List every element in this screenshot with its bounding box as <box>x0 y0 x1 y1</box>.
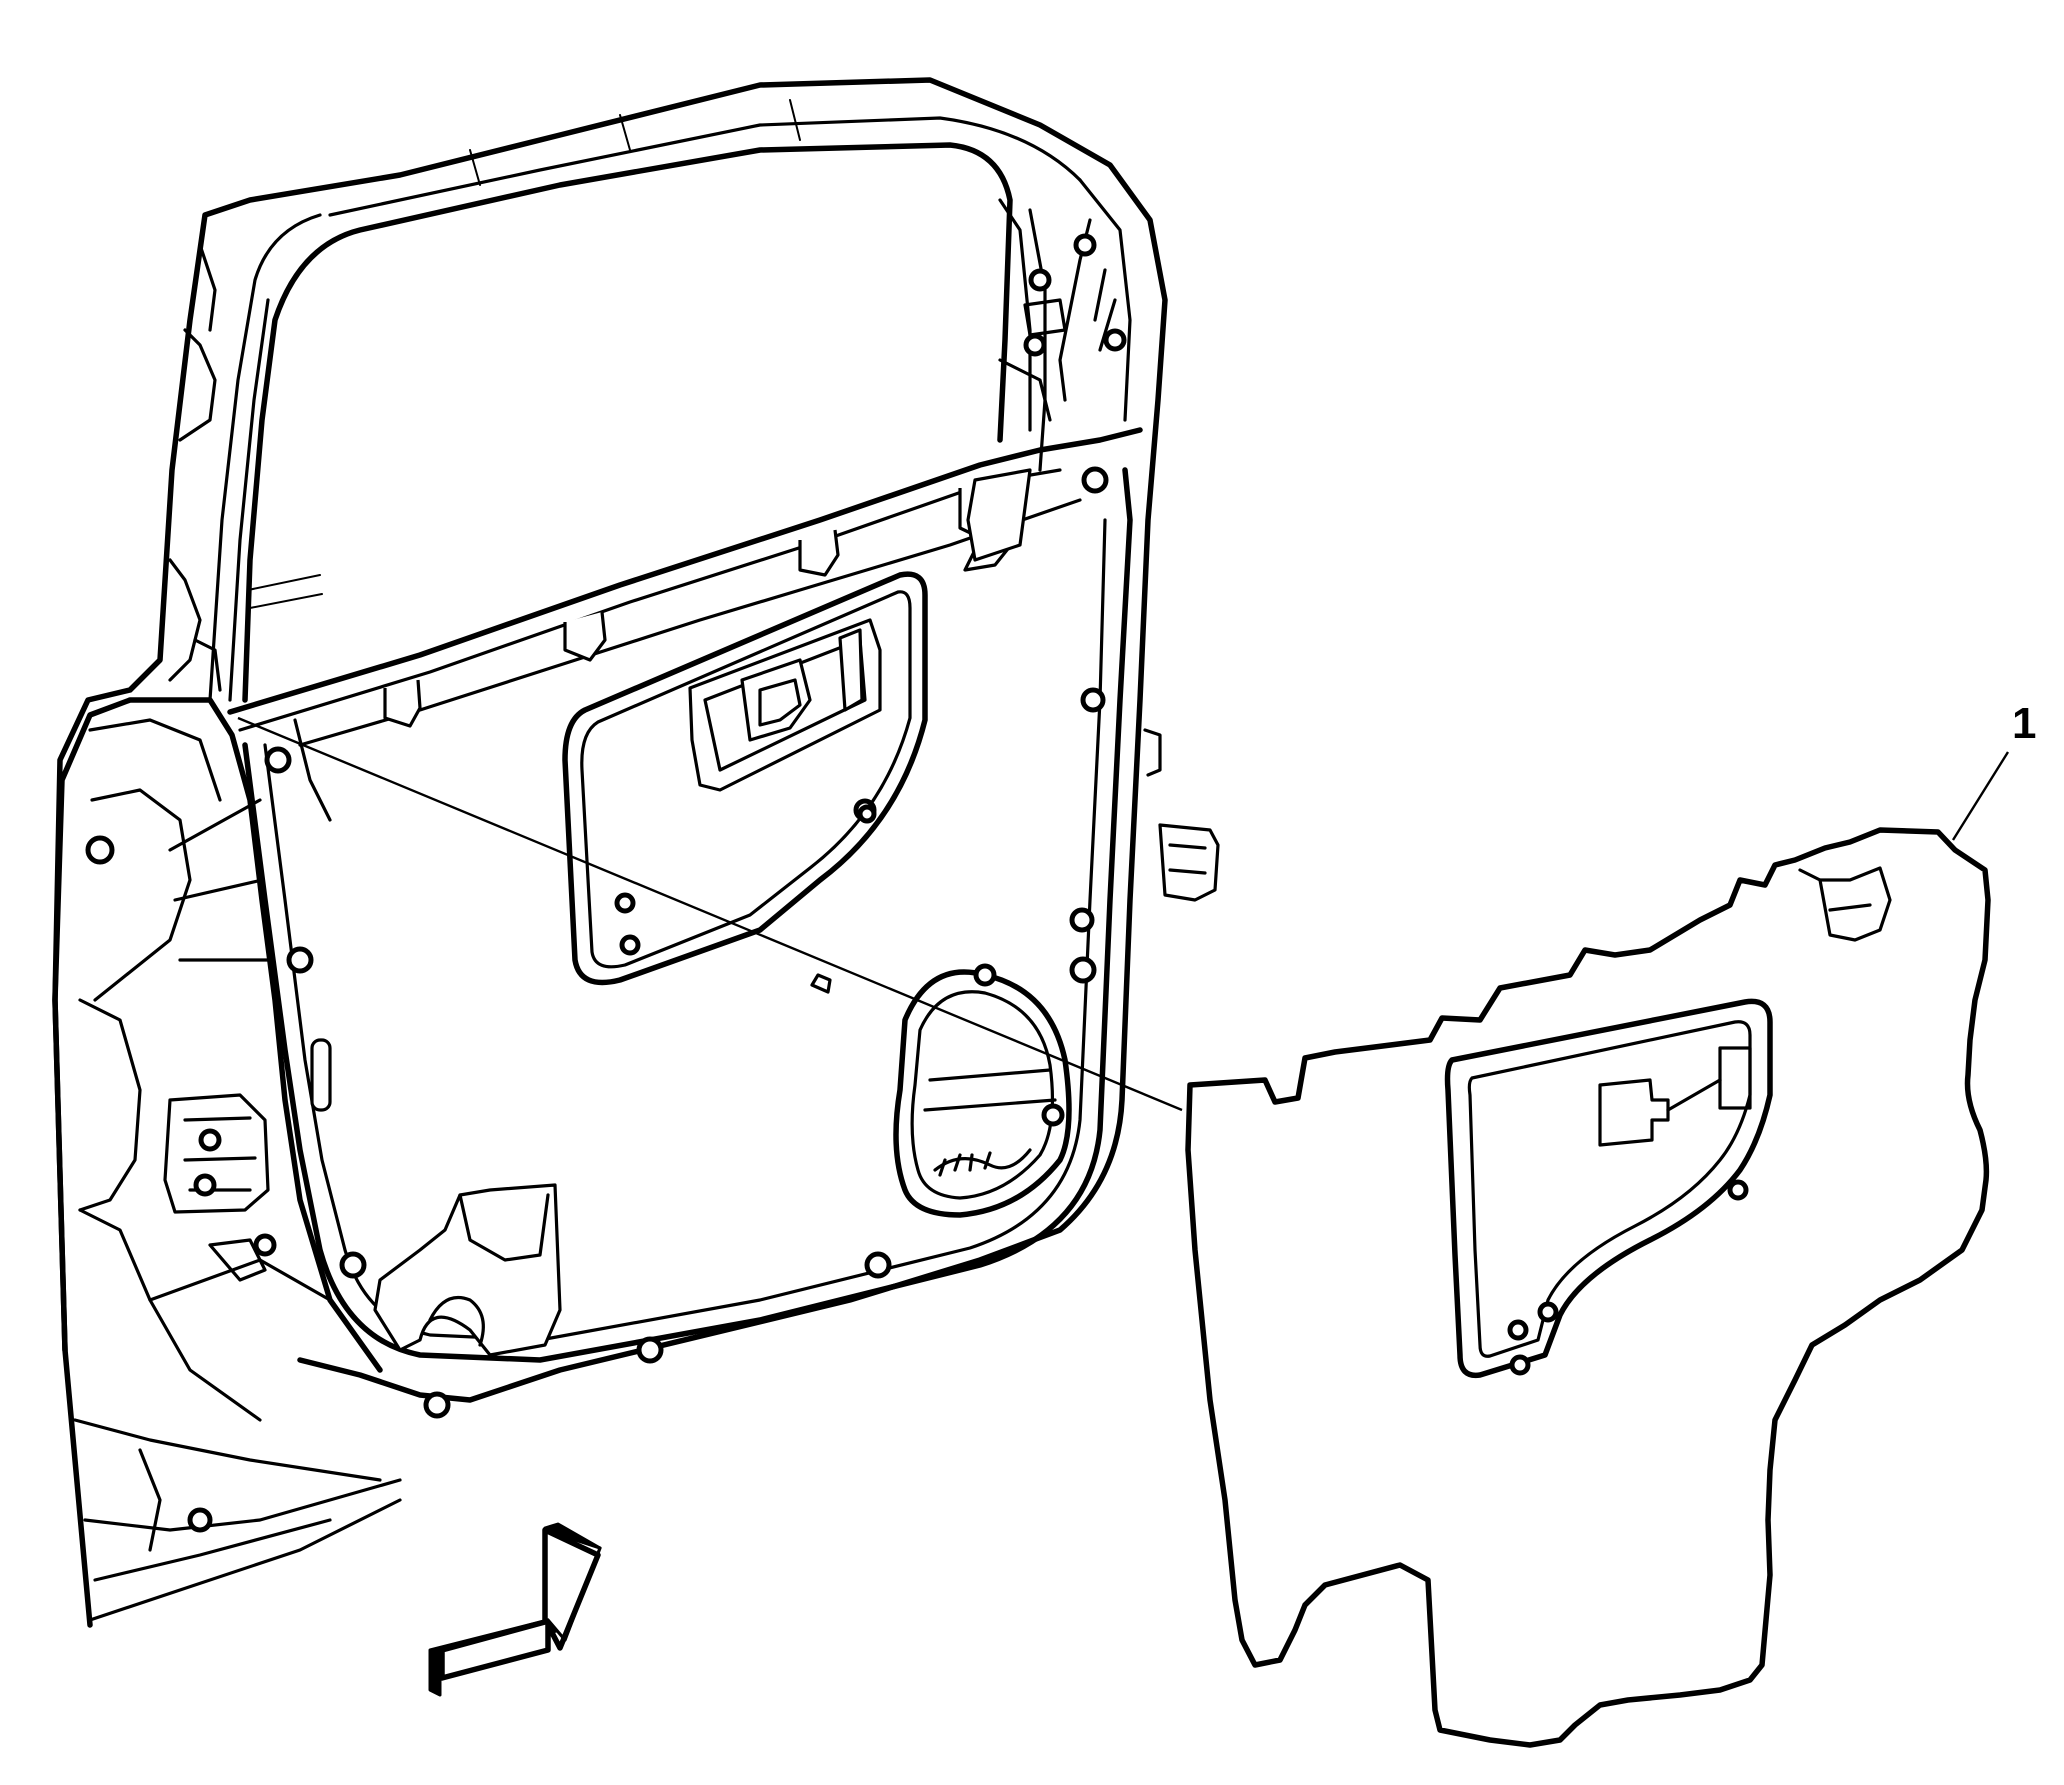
callout-1-leader <box>1951 751 2010 841</box>
water-deflector-panel <box>1185 827 1991 1748</box>
door-assembly <box>52 77 1220 1628</box>
door-hinge-pillar <box>52 697 402 1622</box>
door-armrest-panel <box>562 571 928 994</box>
door-window-frame <box>52 77 1168 1628</box>
door-belt-line <box>227 427 1143 715</box>
callout-1-label: 1 <box>2012 699 2036 748</box>
direction-arrow-icon <box>428 1522 602 1697</box>
alignment-line <box>237 716 1183 1112</box>
door-inner-panel <box>208 466 1133 1419</box>
door-latch-components <box>963 218 1220 902</box>
